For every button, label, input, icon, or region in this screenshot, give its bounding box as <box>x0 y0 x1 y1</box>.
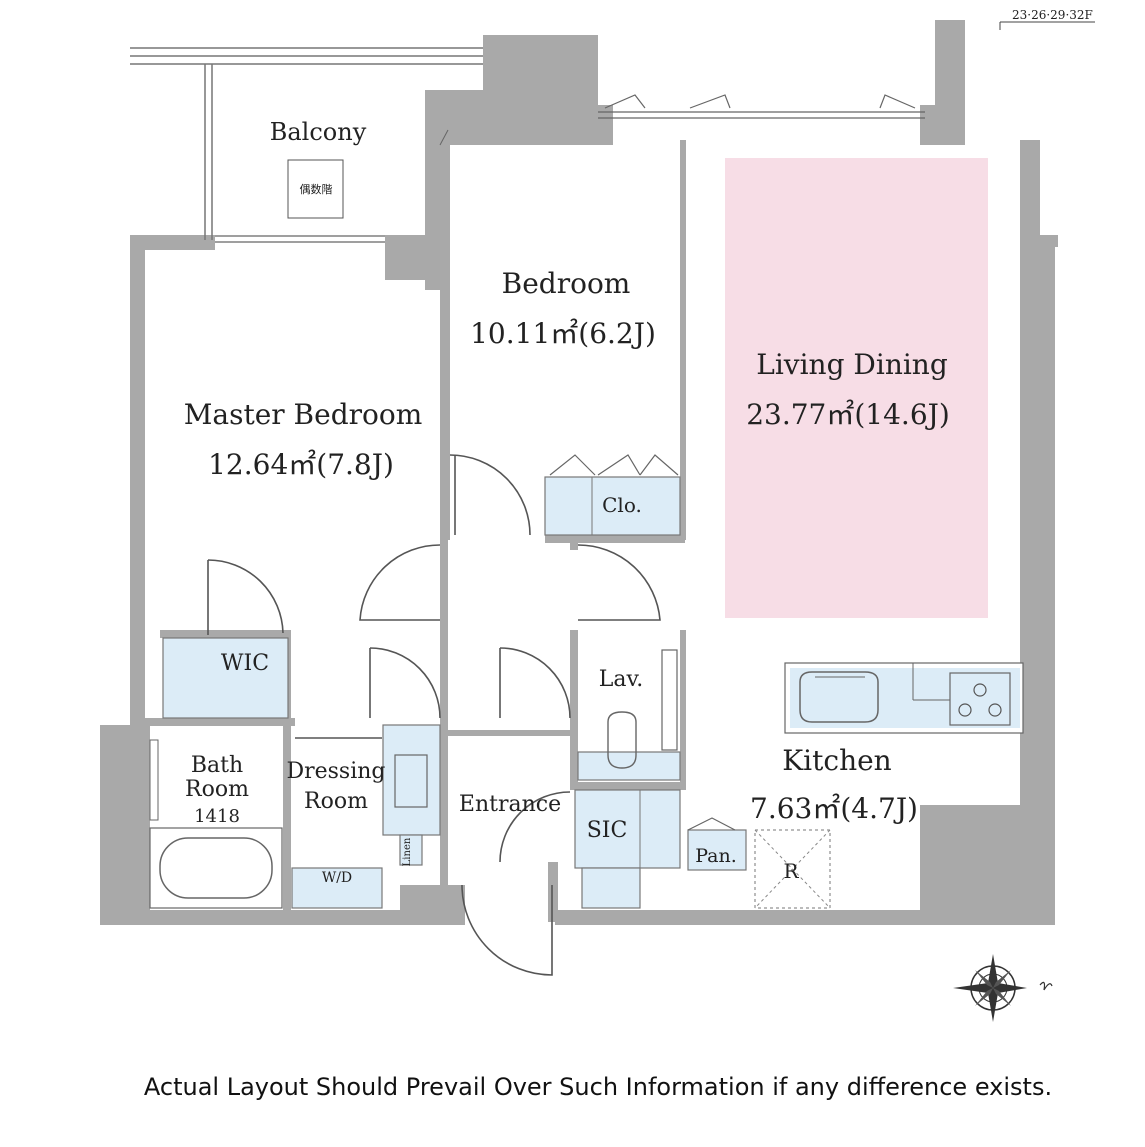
master-bedroom-area: 12.64㎡(7.8J) <box>208 448 394 481</box>
kitchen-area: 7.63㎡(4.7J) <box>750 792 918 825</box>
master-bedroom-name: Master Bedroom <box>184 398 423 431</box>
bath-room-line1: Bath <box>191 753 243 778</box>
closet-doors <box>549 454 736 831</box>
fridge-label: R <box>783 859 799 883</box>
balcony-railing <box>130 47 483 240</box>
closet-label: Clo. <box>602 493 642 517</box>
dressing-room-line1: Dressing <box>286 759 385 784</box>
exterior-walls <box>100 20 1058 925</box>
balcony-sub-label: 偶数階 <box>300 182 333 196</box>
bathtub <box>149 739 283 909</box>
linen-label: Linen <box>402 837 413 866</box>
top-windows <box>439 94 925 146</box>
pantry-label: Pan. <box>695 845 737 867</box>
fridge-space <box>754 829 831 909</box>
kitchen-counter <box>784 662 1024 734</box>
compass-icon <box>953 954 1027 1022</box>
balcony-sub-label-box <box>287 159 344 219</box>
balcony-label: Balcony <box>270 118 367 146</box>
wic-label: WIC <box>221 651 269 676</box>
living-name: Living Dining <box>756 348 948 381</box>
toilet <box>607 649 678 769</box>
living-highlight <box>725 158 988 618</box>
balcony-window <box>215 235 385 243</box>
bedroom-name: Bedroom <box>502 267 631 300</box>
kitchen-name: Kitchen <box>782 744 891 777</box>
bath-room-line2: Room <box>185 777 249 802</box>
disclaimer-text: Actual Layout Should Prevail Over Such I… <box>144 1073 1052 1101</box>
bath-room-size: 1418 <box>194 806 240 827</box>
washer-dryer-label: W/D <box>322 870 352 886</box>
dressing-room-line2: Room <box>304 789 368 814</box>
lav-label: Lav. <box>599 667 644 692</box>
entrance-label: Entrance <box>459 792 561 817</box>
storage-fixtures <box>162 476 747 909</box>
bedroom-area: 10.11㎡(6.2J) <box>470 317 656 350</box>
doors <box>207 454 661 976</box>
floor-indicator: 23·26·29·32F <box>1012 8 1093 22</box>
living-area: 23.77㎡(14.6J) <box>746 398 950 431</box>
sic-label: SIC <box>587 818 628 843</box>
north-mark-icon <box>1039 981 1053 991</box>
